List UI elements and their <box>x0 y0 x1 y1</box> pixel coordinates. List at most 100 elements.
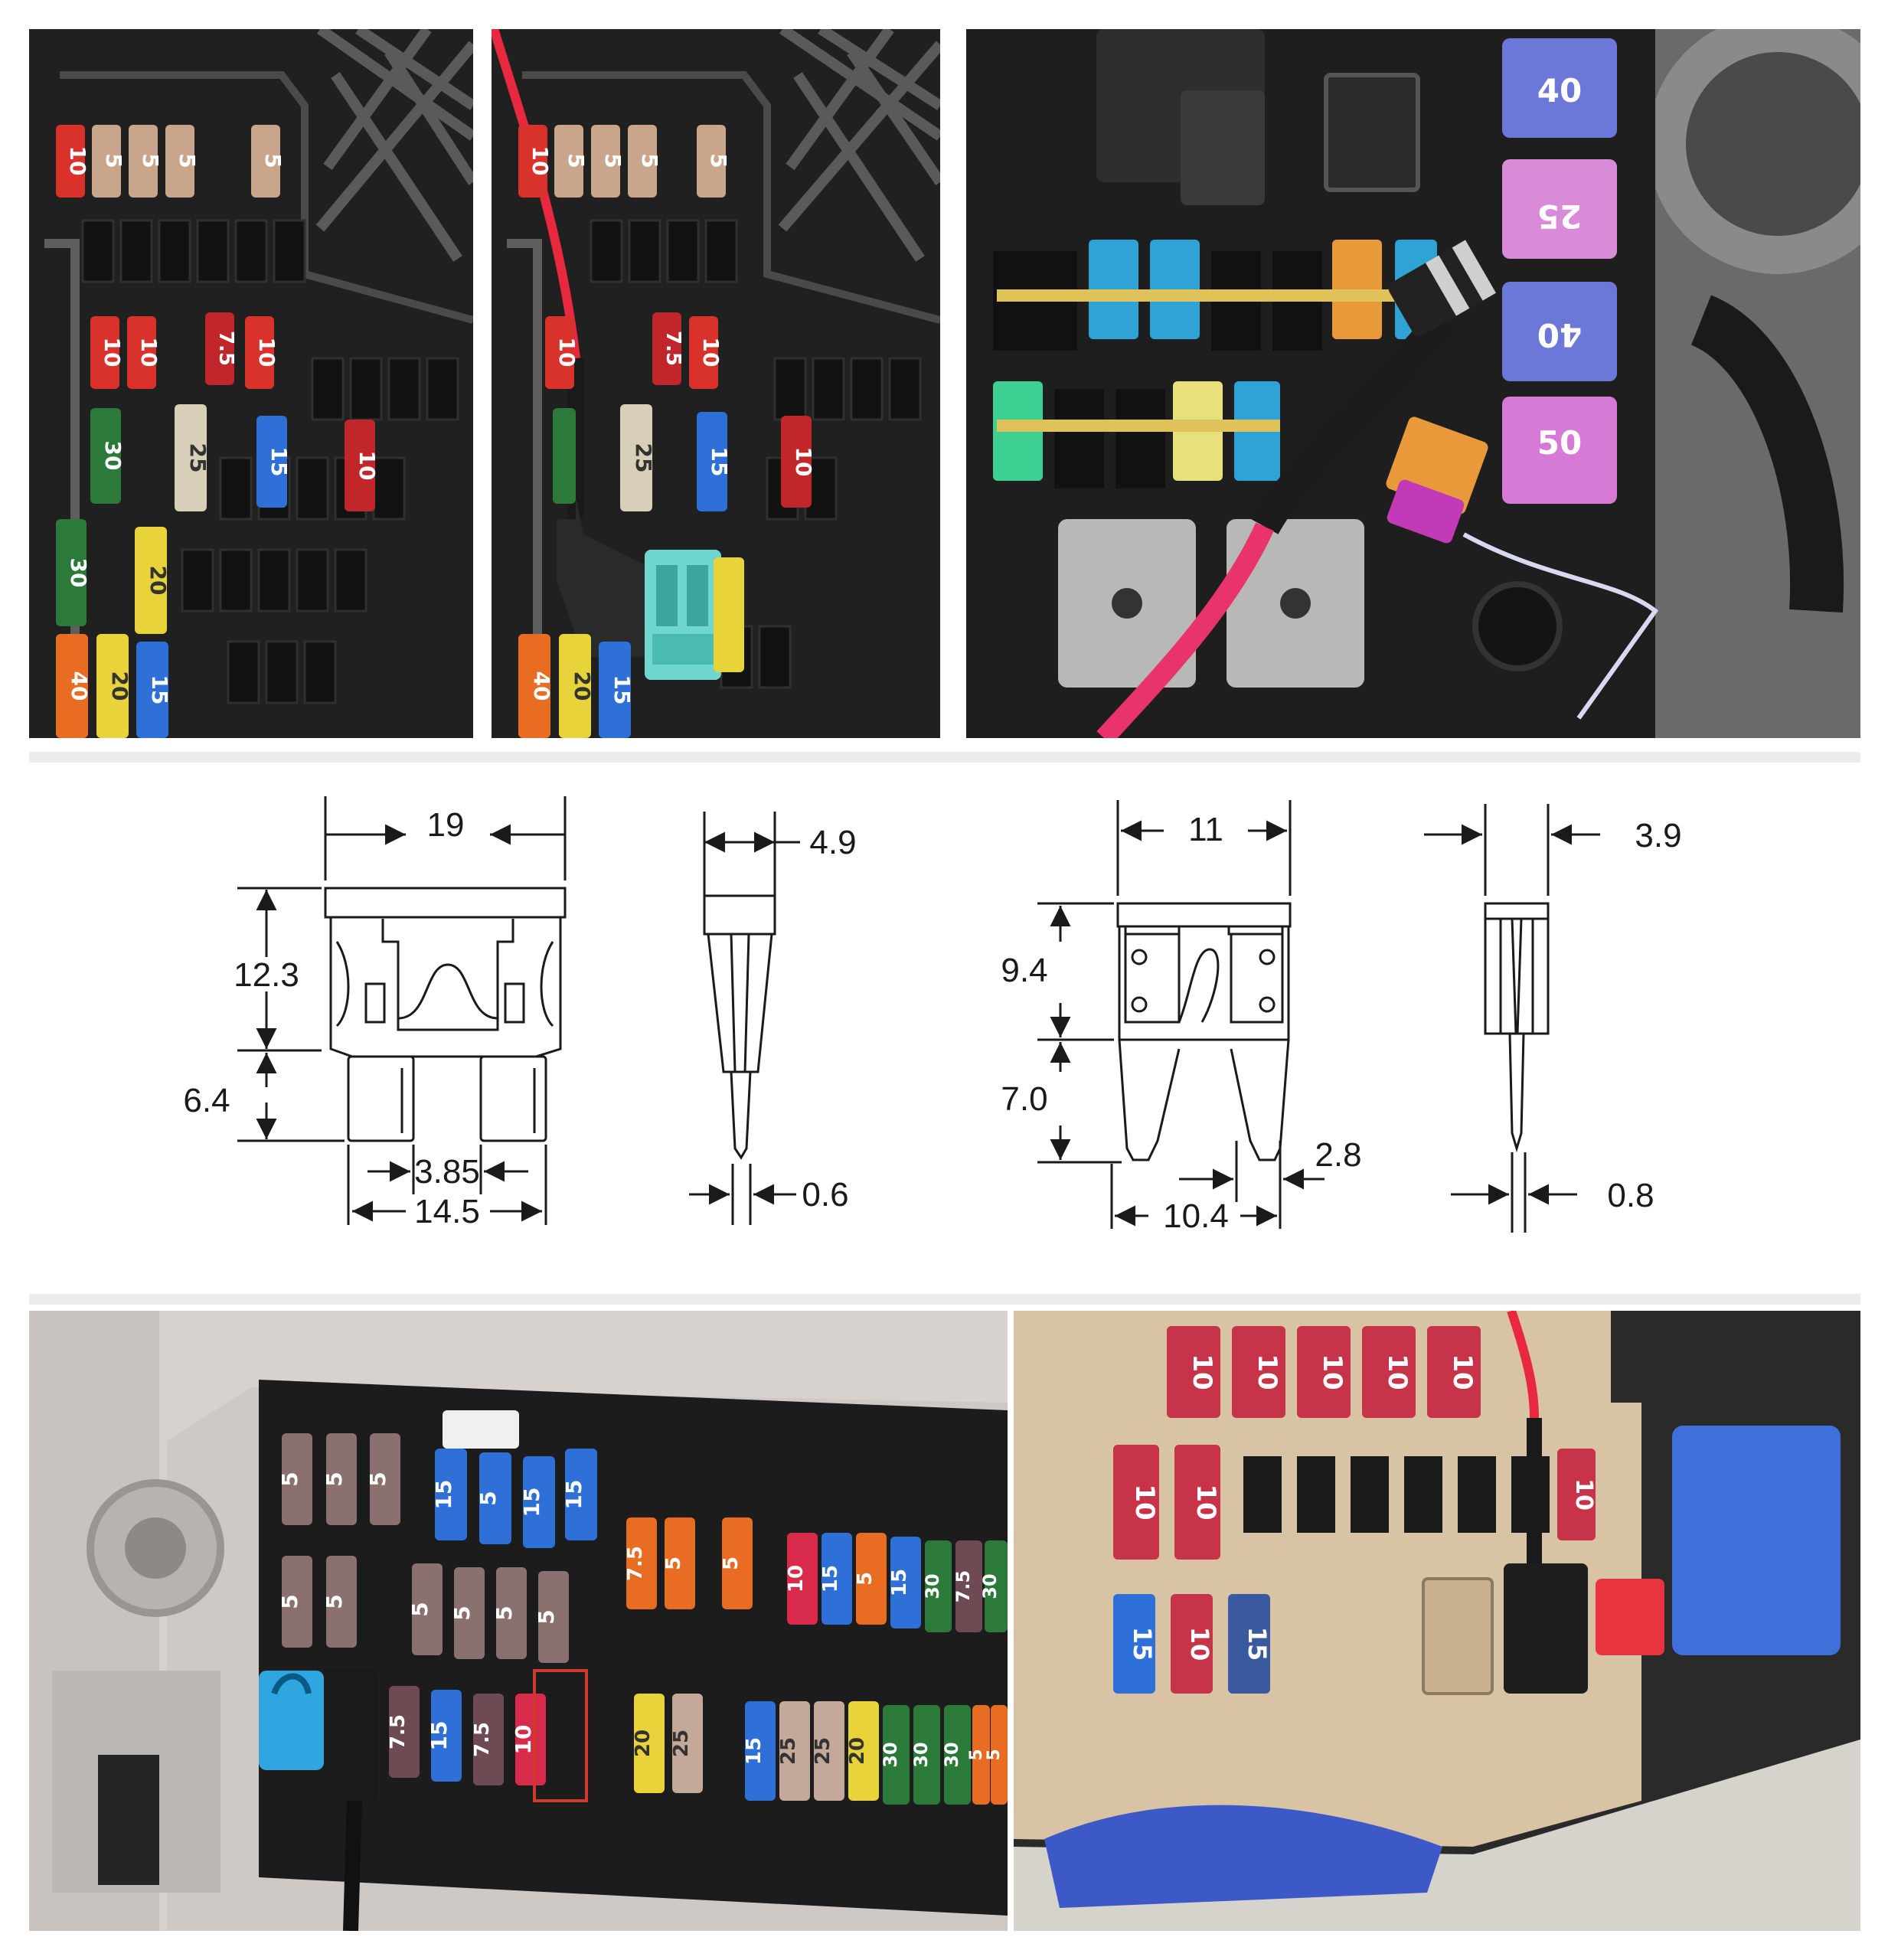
dim-standard-blade-width: 3.85 <box>414 1153 480 1191</box>
fuse-label: 15 <box>519 1488 544 1517</box>
fuse-label: 20 <box>846 1737 869 1765</box>
separator <box>29 1294 1860 1305</box>
fuse-row-1: 10 5 5 5 5 <box>56 125 286 198</box>
fuse-label: 5 <box>322 1472 347 1486</box>
fuse-label: 15 <box>819 1565 842 1592</box>
fuse-label: 10 <box>791 447 816 477</box>
fuse-box-before-illustration: 10 5 5 5 5 10 10 7.5 10 30 25 15 10 <box>29 29 473 738</box>
separator <box>29 752 1860 763</box>
fuse-label: 10 <box>1129 1484 1160 1520</box>
dim-mini-thickness: 3.9 <box>1635 817 1681 854</box>
fuse-label: 10 <box>528 146 553 176</box>
fuse-row-2: 10 10 7.5 10 <box>90 312 279 389</box>
fuse-label: 10 <box>1317 1354 1347 1390</box>
fuse-label: 15 <box>743 1737 766 1765</box>
photo-fuse-box-before: 10 5 5 5 5 10 10 7.5 10 30 25 15 10 <box>29 29 473 738</box>
fuse-dimension-diagrams: 19 12.3 6.4 3.85 14.5 4.9 0.6 11 9.4 7.0… <box>0 766 1888 1294</box>
fuse-label: 5 <box>175 153 200 168</box>
fuse-label: 5 <box>260 153 286 168</box>
dim-standard-blade-length: 6.4 <box>183 1082 230 1119</box>
fuse-label: 5 <box>600 153 626 168</box>
fuse-label: 5 <box>475 1491 501 1505</box>
fuse-label: 10 <box>1191 1484 1221 1520</box>
mini-fuse-side-view <box>1424 804 1600 1233</box>
fuse-label: 40 <box>529 671 554 701</box>
fuse-label: 5 <box>138 153 163 168</box>
fuse-label: 25 <box>185 443 211 473</box>
fuse-label: 20 <box>107 671 132 701</box>
fuse-label: 5 <box>407 1602 433 1616</box>
dim-mini-blade-thickness: 0.8 <box>1607 1177 1654 1214</box>
fuse-label: 10 <box>511 1725 536 1755</box>
fuse-label: 10 <box>354 451 380 481</box>
fuse-label: 30 <box>979 1573 1001 1599</box>
fuse-label: 10 <box>1382 1354 1413 1390</box>
fuse-right-top: 7.5 5 5 10 15 5 15 30 7.5 30 <box>624 1517 1008 1632</box>
fuse-row-2: 10 7.5 10 <box>545 312 724 389</box>
fuse-label: 10 <box>1252 1354 1282 1390</box>
fuse-row-1: 5 5 5 15 5 15 15 <box>277 1433 597 1548</box>
fuse-label: 30 <box>880 1742 901 1767</box>
empty-slot-highlight <box>533 1669 588 1802</box>
fuse-label: 5 <box>854 1572 877 1586</box>
maxi-fuses: 40 25 40 50 <box>1502 38 1617 504</box>
fuse-label: 25 <box>777 1737 800 1765</box>
dim-standard-width: 19 <box>427 806 465 844</box>
fuse-label: 15 <box>431 1480 456 1510</box>
fuse-box-with-tap-illustration: 10 5 5 5 5 10 7.5 10 25 15 10 40 <box>492 29 940 738</box>
fuse-label: 5 <box>706 153 731 168</box>
dim-standard-blade-thickness: 0.6 <box>802 1176 848 1214</box>
fuse-label: 25 <box>1537 198 1582 235</box>
fuse-label: 5 <box>277 1472 302 1486</box>
fuse-label: 10 <box>785 1565 808 1592</box>
fuse-label: 10 <box>1447 1354 1478 1390</box>
photo-fuse-box-with-tap: 10 5 5 5 5 10 7.5 10 25 15 10 40 <box>492 29 940 738</box>
fuse-label: 10 <box>1187 1354 1217 1390</box>
fuse-row-5: 40 20 15 <box>518 634 635 738</box>
fuse-label: 5 <box>449 1606 475 1620</box>
fuse-label: 5 <box>534 1609 559 1624</box>
fuse-label: 15 <box>561 1480 586 1510</box>
fuse-label: 5 <box>492 1606 517 1620</box>
fuse-label: 7.5 <box>214 331 237 366</box>
fuse-label: 10 <box>1570 1478 1597 1511</box>
fuse-label: 5 <box>365 1472 390 1486</box>
dim-mini-blade-length: 7.0 <box>1001 1080 1047 1118</box>
photo-interior-fuse-panel: 5 5 5 15 5 15 15 5 5 5 5 5 5 <box>29 1311 1008 1931</box>
fuse-label: 5 <box>662 1557 685 1570</box>
standard-fuse-side-view <box>689 812 800 1225</box>
fuse-row-4: 30 20 <box>56 519 171 634</box>
fuse-row-2: 5 5 5 5 5 5 <box>277 1556 569 1663</box>
mini-fuse-front-view <box>1037 800 1325 1229</box>
fuse-label: 15 <box>609 675 635 705</box>
dash-fuse-panel-illustration: 10 10 10 10 10 10 10 10 15 10 <box>1014 1311 1860 1931</box>
fuse-label: 25 <box>631 443 656 473</box>
fuse-label: 40 <box>1537 316 1582 354</box>
photo-engine-fuse-box: 40 25 40 50 <box>966 29 1860 738</box>
fuse-label: 15 <box>888 1569 911 1596</box>
fuse-row-3: 15 10 15 <box>1113 1594 1272 1694</box>
engine-fuse-box-illustration: 40 25 40 50 <box>966 29 1860 738</box>
dim-standard-body-height: 12.3 <box>234 956 299 994</box>
fuse-label: 5 <box>967 1749 986 1760</box>
fuse-label: 7.5 <box>661 331 684 366</box>
fuse-row-1: 10 5 5 5 5 <box>518 125 731 198</box>
fuse-label: 5 <box>101 153 126 168</box>
fuse-label: 25 <box>670 1730 693 1757</box>
fuse-label: 5 <box>563 153 589 168</box>
fuse-label: 5 <box>277 1594 302 1609</box>
fuse-label: 25 <box>812 1737 835 1765</box>
standard-fuse-front-view <box>237 796 567 1225</box>
fuse-row-3: 25 15 10 <box>553 404 816 511</box>
dim-mini-width: 11 <box>1188 811 1223 848</box>
dim-mini-blade-width: 2.8 <box>1315 1136 1361 1174</box>
fuse-label: 7.5 <box>624 1546 647 1581</box>
fuse-label: 15 <box>147 675 172 705</box>
fuse-label: 10 <box>698 338 724 368</box>
fuse-label: 5 <box>322 1594 347 1609</box>
fuse-row-5: 40 20 15 <box>56 634 172 738</box>
fuse-row-3: 7.5 15 7.5 10 <box>387 1686 546 1785</box>
fuse-label: 7.5 <box>471 1722 494 1757</box>
fuse-label: 40 <box>67 671 92 701</box>
fuse-label: 40 <box>1537 72 1582 109</box>
